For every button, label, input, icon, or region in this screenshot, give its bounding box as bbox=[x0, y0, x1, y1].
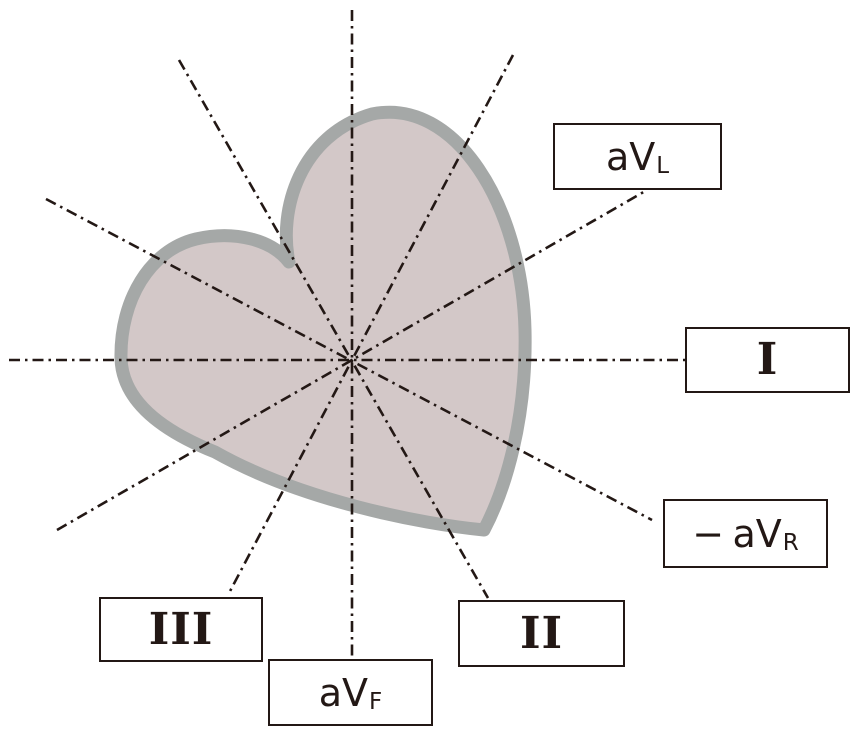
label-box-lead1: I bbox=[685, 327, 850, 393]
label-avl-text: aV bbox=[605, 134, 656, 179]
label-lead3-text: III bbox=[148, 603, 214, 655]
label-avf-subscript: F bbox=[369, 689, 383, 716]
heart-shape bbox=[114, 105, 532, 537]
label-lead2-text: II bbox=[520, 607, 563, 659]
label-lead1-text: I bbox=[756, 334, 779, 385]
label-avl-subscript: L bbox=[656, 153, 670, 180]
axis-line-lead2 bbox=[177, 59, 490, 599]
axis-line-neg-avr bbox=[45, 197, 653, 522]
label-neg-avr-subscript: R bbox=[782, 530, 799, 557]
label-box-lead3: III bbox=[99, 597, 263, 662]
label-box-lead2: II bbox=[458, 600, 625, 667]
label-avf-text: aV bbox=[318, 670, 369, 715]
label-neg-avr-text: aV bbox=[732, 511, 782, 556]
minus-sign: − bbox=[692, 511, 725, 556]
axis-line-avl bbox=[56, 188, 648, 532]
axis-line-lead3 bbox=[226, 54, 515, 596]
